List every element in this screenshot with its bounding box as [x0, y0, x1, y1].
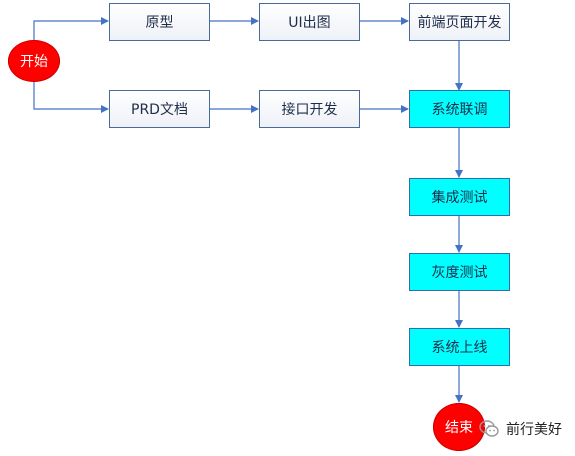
prototype-box: 原型 — [109, 3, 210, 41]
ui-design-label: UI出图 — [288, 15, 331, 31]
go-live-box: 系统上线 — [409, 328, 510, 366]
end-node: 结束 — [433, 403, 485, 451]
api-dev-label: 接口开发 — [281, 102, 338, 118]
end-label: 结束 — [445, 420, 473, 436]
connector-start-to-prototype — [33, 17, 109, 40]
prd-doc-box: PRD文档 — [109, 90, 210, 128]
gray-test-box: 灰度测试 — [409, 253, 510, 291]
integration-test-box: 集成测试 — [409, 178, 510, 216]
api-dev-box: 接口开发 — [259, 90, 360, 128]
watermark-text: 前行美好 — [506, 422, 562, 438]
system-integration-box: 系统联调 — [409, 90, 510, 128]
prd-doc-label: PRD文档 — [131, 102, 188, 118]
integration-test-label: 集成测试 — [431, 190, 488, 206]
system-integration-label: 系统联调 — [431, 102, 488, 118]
frontend-dev-label: 前端页面开发 — [417, 15, 502, 31]
ui-design-box: UI出图 — [259, 3, 360, 41]
go-live-label: 系统上线 — [431, 340, 488, 356]
start-label: 开始 — [20, 54, 48, 70]
prototype-label: 原型 — [145, 15, 174, 31]
wechat-icon — [479, 420, 499, 437]
gray-test-label: 灰度测试 — [431, 265, 488, 281]
frontend-dev-box: 前端页面开发 — [409, 3, 510, 41]
connector-start-to-prd — [33, 82, 109, 113]
start-node: 开始 — [8, 40, 60, 82]
watermark: 前行美好 — [478, 418, 562, 440]
